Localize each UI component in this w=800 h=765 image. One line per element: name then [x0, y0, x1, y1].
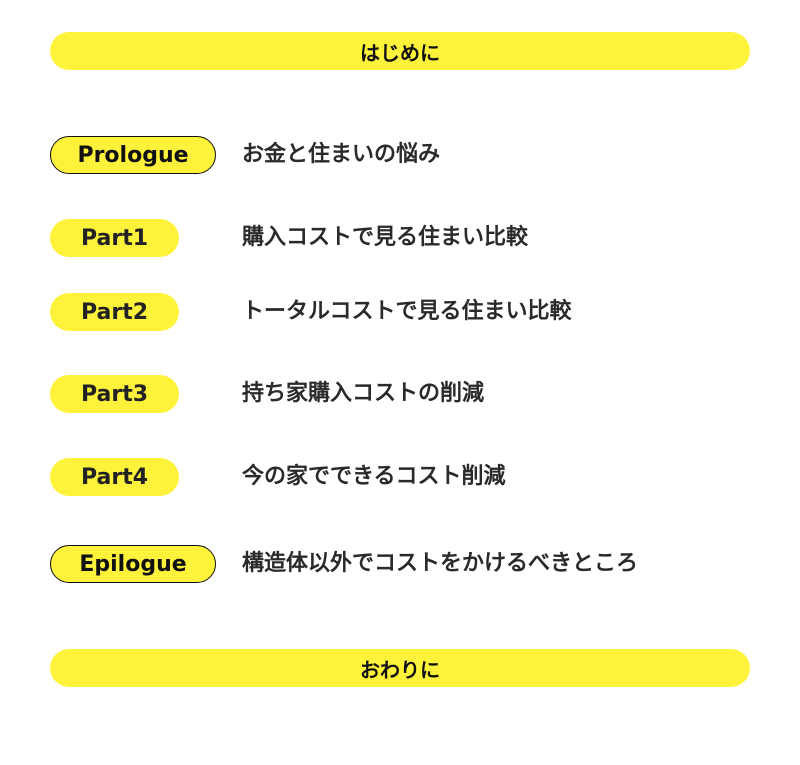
chapter-label-part1: Part1 — [50, 219, 179, 257]
chapter-title-part1: 購入コストで見る住まい比較 — [242, 225, 529, 250]
outro-heading: おわりに — [50, 649, 750, 687]
chapter-title-part2: トータルコストで見る住まい比較 — [242, 299, 572, 324]
chapter-title-epilogue: 構造体以外でコストをかけるべきところ — [242, 551, 639, 576]
chapter-label-prologue: Prologue — [50, 136, 216, 174]
chapter-label-part4: Part4 — [50, 458, 179, 496]
chapter-title-part4: 今の家でできるコスト削減 — [242, 464, 506, 489]
intro-heading: はじめに — [50, 32, 750, 70]
chapter-label-part2: Part2 — [50, 293, 179, 331]
chapter-label-part3: Part3 — [50, 375, 179, 413]
chapter-label-epilogue: Epilogue — [50, 545, 216, 583]
chapter-title-part3: 持ち家購入コストの削減 — [242, 381, 485, 406]
chapter-title-prologue: お金と住まいの悩み — [242, 142, 441, 167]
